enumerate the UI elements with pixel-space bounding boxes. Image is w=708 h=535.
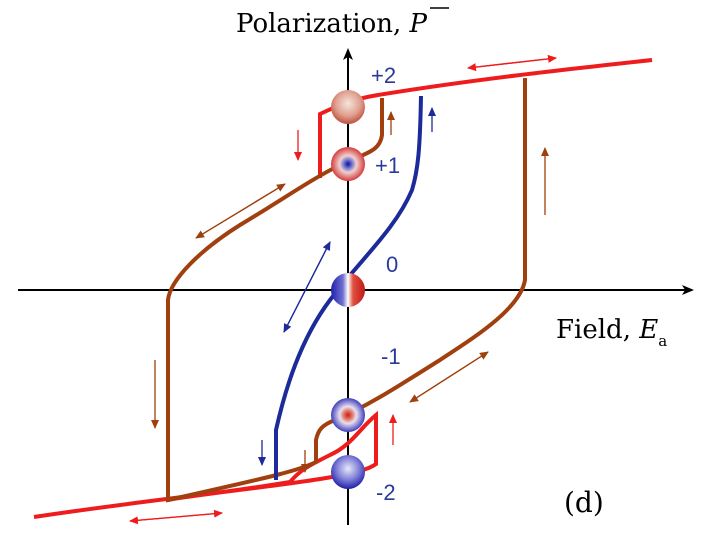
panel-label: (d) [564, 486, 604, 519]
state-sphere-minus2 [331, 455, 365, 489]
arrow-brown-diag-lr [409, 351, 489, 403]
x-axis-title: Field, Ea [556, 315, 667, 350]
level-label-minus2: -2 [376, 480, 396, 505]
x-axis-subscript: a [658, 332, 667, 350]
x-axis-symbol: E [638, 315, 658, 345]
y-axis-title: Polarization, P [236, 9, 428, 39]
level-label-plus1: +1 [375, 153, 400, 178]
state-sphere-minus1 [331, 398, 365, 432]
level-label-zero: 0 [386, 252, 398, 277]
arrow-navy-diag-dl [283, 241, 331, 333]
outer-hysteresis-loop-top [318, 58, 653, 178]
level-label-minus1: -1 [381, 344, 401, 369]
arrow-red-bottom-left [129, 512, 223, 525]
middle-hysteresis-loop [166, 78, 527, 503]
arrow-brown-diag-ur [195, 183, 286, 239]
inner-hysteresis-loop [274, 95, 423, 480]
state-sphere-plus2 [331, 90, 365, 124]
outer-hysteresis-loop [33, 410, 378, 519]
y-axis-symbol: P [409, 9, 428, 39]
state-sphere-plus1 [331, 147, 365, 181]
level-label-plus2: +2 [371, 63, 396, 88]
state-sphere-zero [331, 273, 365, 307]
arrow-red-top-left [467, 57, 557, 72]
